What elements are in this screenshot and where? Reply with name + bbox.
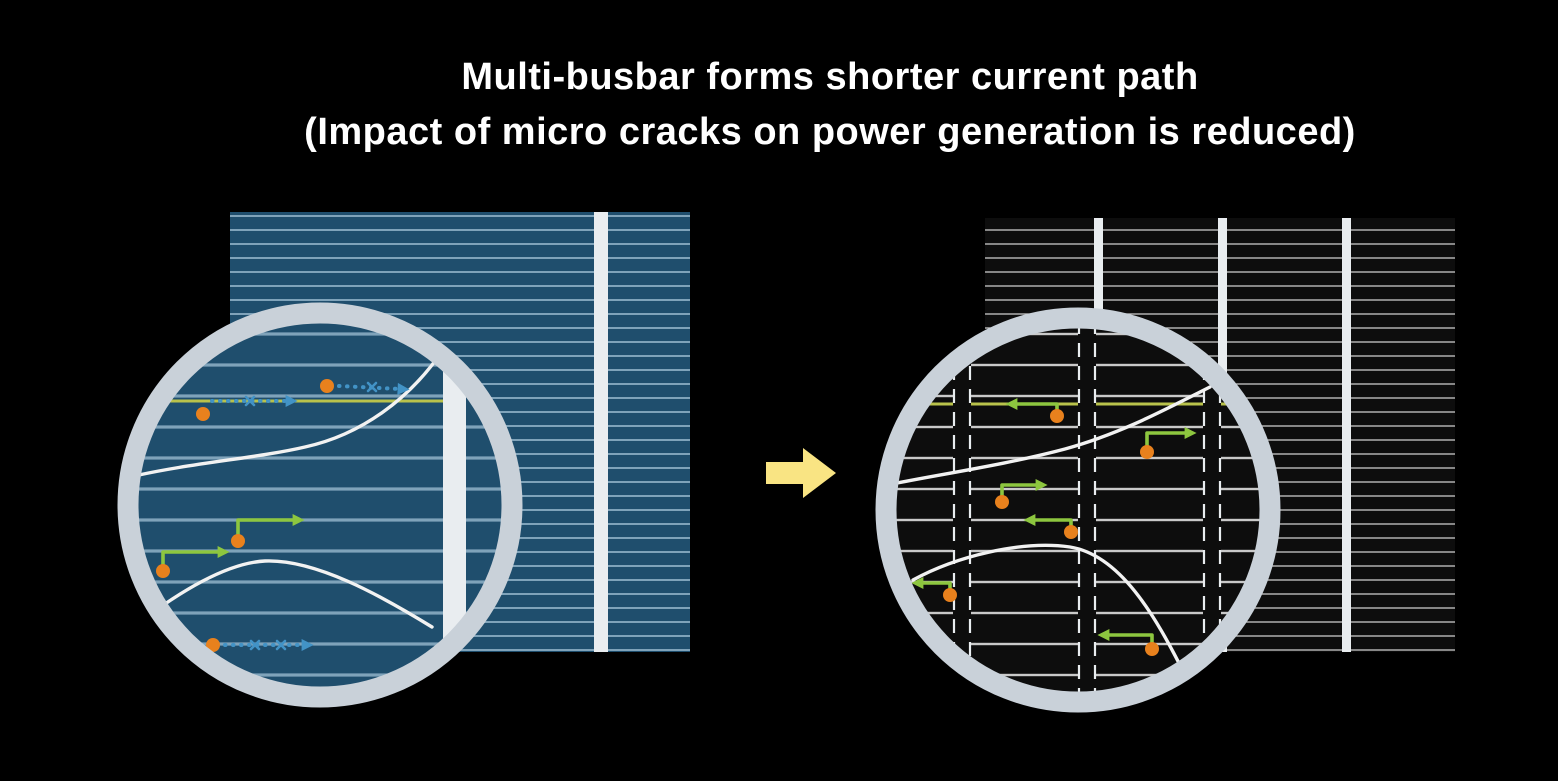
electron-dot xyxy=(231,534,245,548)
electron-dot xyxy=(943,588,957,602)
electron-dot xyxy=(1050,409,1064,423)
current-path-arrow-green xyxy=(1023,514,1078,539)
magnified-busbar xyxy=(443,323,466,687)
current-path-arrow-blue xyxy=(206,638,314,652)
diagram-title: Multi-busbar forms shorter current path … xyxy=(60,50,1558,160)
current-path-arrow-blue xyxy=(196,395,298,421)
electron-dot xyxy=(196,407,210,421)
busbar xyxy=(594,212,608,652)
magnifier-ring xyxy=(875,307,1281,713)
magnifier-left-content xyxy=(138,323,502,687)
transition-arrow-icon xyxy=(766,448,836,498)
micro-crack-line xyxy=(911,543,1187,677)
electron-dot xyxy=(206,638,220,652)
electron-dot xyxy=(1145,642,1159,656)
current-path-arrow-blue xyxy=(320,379,410,395)
conventional-cell-panel xyxy=(117,212,690,708)
blocked-x-icon xyxy=(249,639,261,651)
magnifier-right xyxy=(875,307,1281,713)
electron-dot xyxy=(320,379,334,393)
electron-dot xyxy=(1140,445,1154,459)
magnifier-left xyxy=(117,302,523,708)
current-path-arrow-green xyxy=(911,577,957,602)
current-path-arrow-green xyxy=(995,479,1048,509)
current-path-arrow-green xyxy=(231,514,305,548)
blocked-x-icon xyxy=(366,381,378,393)
magnified-busbar xyxy=(1077,328,1097,692)
diagram-title-line2: (Impact of micro cracks on power generat… xyxy=(304,111,1356,154)
magnified-finger-grid xyxy=(138,323,502,687)
current-path-arrow-green xyxy=(1097,629,1159,656)
micro-crack-line xyxy=(896,385,1212,487)
micro-crack-line xyxy=(138,559,434,629)
current-path-arrow-green xyxy=(1140,427,1197,459)
multi-busbar-cell-panel xyxy=(875,218,1455,713)
current-path-arrow-green xyxy=(156,546,230,578)
magnifier-right-content xyxy=(896,328,1260,692)
diagram-title-line1: Multi-busbar forms shorter current path xyxy=(461,56,1199,98)
blocked-x-icon xyxy=(244,395,256,407)
blocked-x-icon xyxy=(275,639,287,651)
electron-dot xyxy=(995,495,1009,509)
magnifier-ring xyxy=(117,302,523,708)
electron-dot xyxy=(1064,525,1078,539)
right-block-arrow xyxy=(766,448,836,498)
electron-dot xyxy=(156,564,170,578)
busbar xyxy=(1342,218,1351,652)
current-path-arrow-green xyxy=(1005,398,1064,423)
